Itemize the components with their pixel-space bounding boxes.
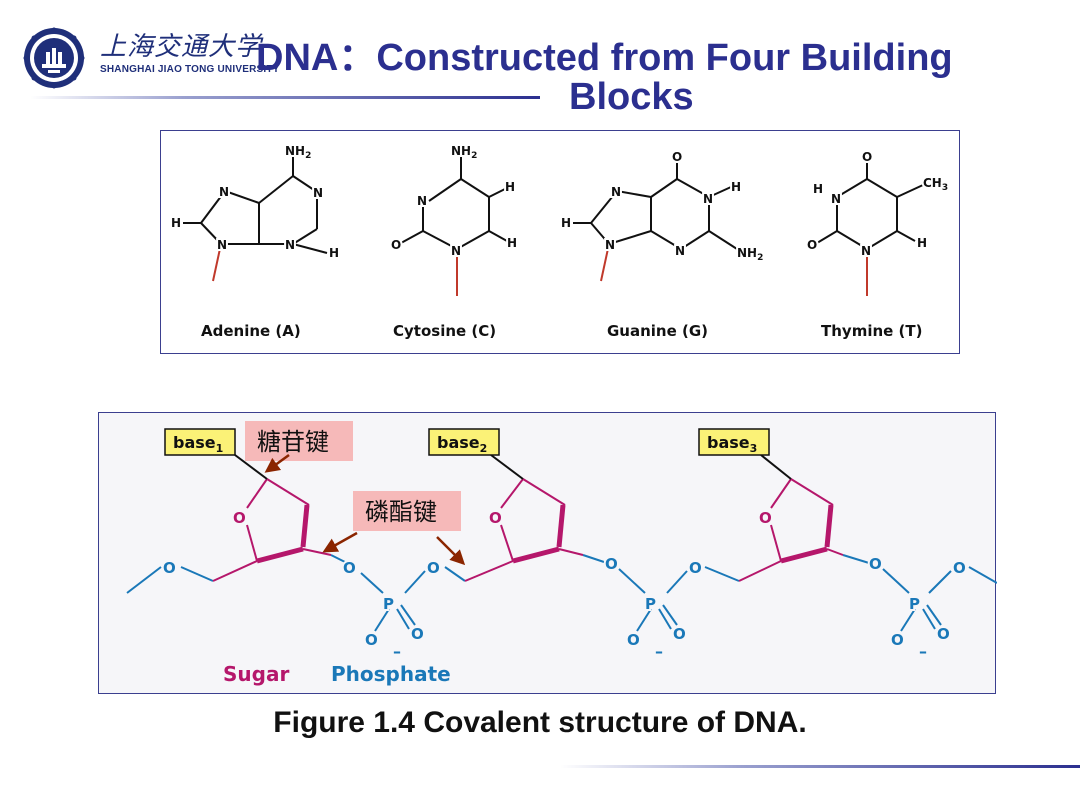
sugar-1-ring-oxygen: O bbox=[233, 509, 246, 527]
bases-panel: NH2 N N N N H H NH2 N N O H H O N H N H … bbox=[160, 130, 960, 354]
o-3-minus: O bbox=[891, 631, 904, 649]
adenine-nh2-label: NH2 bbox=[285, 144, 311, 161]
o-2-double: O bbox=[673, 625, 686, 643]
base-name-guanine: Guanine (G) bbox=[607, 322, 708, 340]
footer-divider bbox=[560, 765, 1080, 768]
o-2-3prime: O bbox=[605, 555, 618, 573]
adenine-n3-label: N bbox=[285, 238, 295, 252]
university-name-cn: 上海交通大学 bbox=[100, 32, 263, 62]
base-name-thymine: Thymine (T) bbox=[821, 322, 922, 340]
phosphodiester-bond-label: 磷酯键 bbox=[353, 491, 461, 531]
phosphorus-3: P bbox=[909, 595, 920, 613]
adenine-n9-label: N bbox=[217, 238, 227, 252]
guanine-n3-label: N bbox=[675, 244, 685, 258]
sugar-3-ring-oxygen: O bbox=[759, 509, 772, 527]
cytosine-n1-label: N bbox=[451, 244, 461, 258]
o-3-3prime: O bbox=[869, 555, 882, 573]
base-label-3: base3 bbox=[698, 428, 770, 456]
svg-text:磷酯键: 磷酯键 bbox=[365, 498, 437, 526]
thymine-h6-label: H bbox=[917, 236, 927, 250]
guanine-structure bbox=[573, 163, 738, 250]
backbone-diagram: base1 base2 base3 O O O O O O P O O O O … bbox=[126, 421, 998, 686]
thymine-n3-label: N bbox=[831, 192, 841, 206]
thymine-o2-label: O bbox=[807, 238, 817, 252]
o-2-minus: O bbox=[627, 631, 640, 649]
adenine-h8-label: H bbox=[171, 216, 181, 230]
thymine-o4-label: O bbox=[862, 150, 872, 164]
base-label-2: base2 bbox=[428, 428, 500, 456]
title-divider bbox=[30, 96, 540, 99]
cytosine-o2-label: O bbox=[391, 238, 401, 252]
slide-title-line-1: DNA：Constructed from Four Building bbox=[256, 37, 953, 79]
charge-1: – bbox=[393, 642, 401, 661]
guanine-nh2-label: NH2 bbox=[737, 246, 763, 263]
cytosine-h5-label: H bbox=[505, 180, 515, 194]
thymine-structure bbox=[816, 163, 924, 250]
bases-diagram: NH2 N N N N H H NH2 N N O H H O N H N H … bbox=[169, 142, 950, 340]
slide-title-line-2: Blocks bbox=[569, 76, 694, 118]
o-1-minus: O bbox=[365, 631, 378, 649]
bond-arrows bbox=[264, 453, 466, 566]
thymine-n1-label: N bbox=[861, 244, 871, 258]
guanine-n7-label: N bbox=[611, 185, 621, 199]
adenine-structure bbox=[183, 157, 328, 254]
cytosine-n3-label: N bbox=[417, 194, 427, 208]
phosphorus-1: P bbox=[383, 595, 394, 613]
adenine-n7-label: N bbox=[219, 185, 229, 199]
sugar-rings bbox=[212, 478, 844, 582]
o-2-5prime: O bbox=[689, 559, 702, 577]
university-name-en: SHANGHAI JIAO TONG UNIVERSITY bbox=[100, 64, 280, 75]
o-1-double: O bbox=[411, 625, 424, 643]
university-logo-icon bbox=[23, 27, 85, 89]
guanine-n1-label: N bbox=[703, 192, 713, 206]
backbone-panel: base1 base2 base3 O O O O O O P O O O O … bbox=[98, 412, 998, 694]
svg-text:base1: base1 bbox=[173, 433, 223, 455]
guanine-o6-label: O bbox=[672, 150, 682, 164]
legend-sugar: Sugar bbox=[223, 662, 289, 686]
glycosidic-bond-label: 糖苷键 bbox=[245, 421, 353, 461]
guanine-h8-label: H bbox=[561, 216, 571, 230]
adenine-h2-label: H bbox=[329, 246, 339, 260]
adenine-n1-label: N bbox=[313, 186, 323, 200]
sugar-2-ring-oxygen: O bbox=[489, 509, 502, 527]
cytosine-structure bbox=[400, 157, 508, 250]
guanine-h1-label: H bbox=[731, 180, 741, 194]
charge-2: – bbox=[655, 642, 663, 661]
o-1-5prime: O bbox=[427, 559, 440, 577]
cytosine-h6-label: H bbox=[507, 236, 517, 250]
svg-text:base2: base2 bbox=[437, 433, 487, 455]
figure-caption: Figure 1.4 Covalent structure of DNA. bbox=[273, 706, 807, 739]
base-name-cytosine: Cytosine (C) bbox=[393, 322, 496, 340]
o-start: O bbox=[163, 559, 176, 577]
charge-3: – bbox=[919, 642, 927, 661]
o-3-double: O bbox=[937, 625, 950, 643]
o-1-3prime: O bbox=[343, 559, 356, 577]
o-3-5prime: O bbox=[953, 559, 966, 577]
guanine-n9-label: N bbox=[605, 238, 615, 252]
thymine-h3-label: H bbox=[813, 182, 823, 196]
phosphorus-2: P bbox=[645, 595, 656, 613]
svg-text:糖苷键: 糖苷键 bbox=[257, 428, 329, 456]
svg-text:base3: base3 bbox=[707, 433, 757, 455]
cytosine-nh2-label: NH2 bbox=[451, 144, 477, 161]
base-label-1: base1 bbox=[164, 428, 236, 456]
base-name-adenine: Adenine (A) bbox=[201, 322, 301, 340]
legend-phosphate: Phosphate bbox=[331, 662, 451, 686]
thymine-ch3-label: CH3 bbox=[923, 176, 948, 193]
